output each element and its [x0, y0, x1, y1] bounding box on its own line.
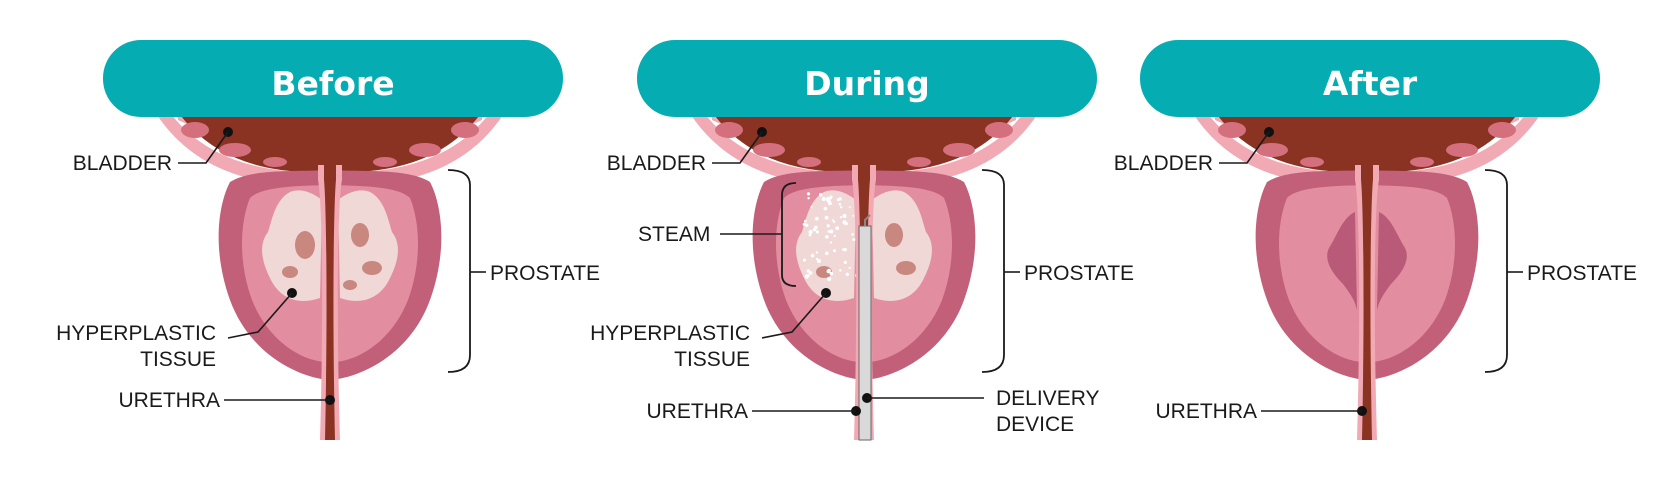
steam-dot [842, 248, 845, 251]
label-urethra: URETHRA [118, 389, 220, 412]
steam-dot [848, 266, 851, 270]
steam-dot [819, 193, 823, 197]
steam-dot [842, 213, 847, 219]
steam-dot [827, 276, 832, 282]
label-device: DEVICE [996, 413, 1074, 436]
steam-dot [839, 216, 843, 219]
steam-dot [825, 235, 829, 239]
steam-dot [824, 215, 829, 220]
steam-dot [807, 197, 810, 200]
steam-dot [808, 233, 812, 237]
prostate-illustration [752, 165, 976, 441]
steam-dot [814, 216, 819, 221]
panel-header-before [103, 40, 563, 117]
steam-dot [803, 219, 807, 223]
treated-cavity-left [1327, 212, 1357, 310]
steam-dot [840, 206, 843, 209]
urethra-channel [324, 165, 336, 440]
steam-dot [816, 259, 821, 263]
panel-title-before: Before [271, 64, 394, 103]
steam-dot [823, 206, 828, 211]
steam-dot [808, 229, 813, 235]
steam-dot [815, 230, 819, 234]
label-tissue: TISSUE [140, 348, 216, 371]
prostate-illustration [1255, 165, 1479, 440]
steam-dot [833, 249, 836, 253]
steam-dot [803, 258, 806, 262]
panel-title-after: After [1323, 64, 1418, 103]
steam-dot [835, 226, 840, 231]
label-hyperplastic: HYPERPLASTIC [56, 322, 216, 345]
panel-header-during [637, 40, 1097, 117]
panel-before: Before BLADDER PROSTATE HYPERPLASTIC TIS… [56, 40, 600, 440]
panel-during: During BLADDER STEAM PROSTATE HYPERPLAST… [590, 40, 1134, 441]
steam-dot [829, 229, 834, 234]
treated-cavity-right [1377, 212, 1407, 310]
hyperplastic-tissue-left [262, 190, 322, 301]
steam-dot [848, 206, 851, 209]
steam-dot [845, 272, 849, 276]
steam-dot [826, 224, 830, 228]
steam-dot [829, 241, 833, 244]
prostate-illustration [218, 165, 442, 440]
steam-dot [827, 201, 832, 206]
label-hyperplastic: HYPERPLASTIC [590, 322, 750, 345]
steam-dot [805, 223, 809, 227]
bladder-illustration [155, 108, 505, 185]
delivery-device [858, 225, 872, 441]
label-steam: STEAM [638, 223, 710, 246]
steam-dot [839, 269, 842, 272]
label-bladder: BLADDER [1114, 152, 1213, 175]
steam-dot [836, 198, 840, 202]
steam-dot [851, 233, 854, 236]
label-urethra: URETHRA [1155, 400, 1257, 423]
panel-after: After BLADDER PROSTATE URETHRA [1114, 40, 1637, 440]
steam-dot [810, 253, 815, 258]
steam-dot [852, 238, 856, 241]
steam-dot [821, 196, 826, 201]
steam-dot [814, 225, 818, 230]
steam-dot [824, 251, 829, 256]
steam-dot [832, 219, 834, 222]
steam-dot [843, 260, 847, 264]
label-prostate: PROSTATE [490, 262, 600, 285]
steam-dot [827, 230, 831, 233]
label-tissue: TISSUE [674, 348, 750, 371]
steam-dot [838, 202, 842, 206]
steam-dot [829, 271, 834, 276]
label-bladder: BLADDER [607, 152, 706, 175]
steam-dot [826, 196, 831, 201]
steam-dot [806, 192, 811, 196]
hyperplastic-tissue-right [338, 190, 398, 301]
label-bladder: BLADDER [73, 152, 172, 175]
steam-dot [807, 274, 810, 277]
panel-header-after [1140, 40, 1600, 117]
label-delivery: DELIVERY [996, 387, 1100, 410]
panel-title-during: During [804, 64, 930, 103]
steam-dot [826, 269, 831, 274]
steam-dot [810, 205, 813, 208]
steam-dot [833, 234, 836, 238]
steam-dot [815, 251, 819, 254]
steam-dot [852, 214, 855, 217]
label-prostate: PROSTATE [1024, 262, 1134, 285]
bladder-interior [178, 112, 482, 172]
label-urethra: URETHRA [646, 400, 748, 423]
label-prostate: PROSTATE [1527, 262, 1637, 285]
steam-dot [808, 271, 813, 275]
steam-dot [842, 220, 847, 225]
